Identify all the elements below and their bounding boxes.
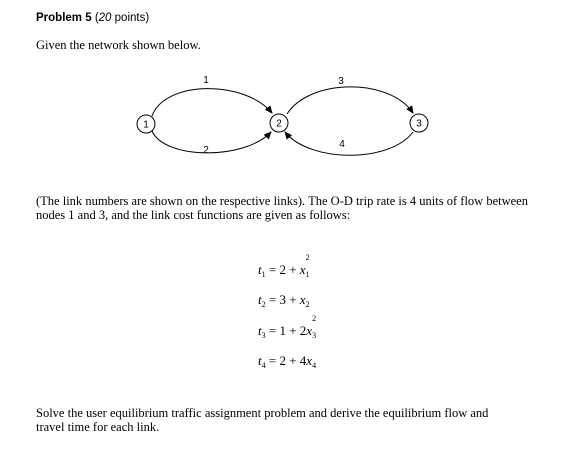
problem-heading: Problem 5 (20 points) — [36, 12, 149, 24]
link-2-arc — [151, 130, 272, 154]
node-2-label: 2 — [276, 119, 282, 130]
equation-4: t4 = 2 + 4x4 — [258, 353, 317, 370]
link-1-label: 1 — [203, 75, 209, 86]
description-text: (The link numbers are shown on the respe… — [36, 194, 528, 222]
network-diagram: 1 2 3 1 2 3 4 — [136, 75, 429, 156]
link-3-label: 3 — [338, 76, 344, 87]
task-text: Solve the user equilibrium traffic assig… — [36, 406, 489, 434]
node-2-circle — [269, 113, 289, 133]
equation-2: t2 = 3 + x2 — [258, 292, 310, 309]
node-1-label: 1 — [143, 120, 149, 131]
link-4-label: 4 — [339, 139, 345, 150]
node-3-circle — [409, 113, 429, 133]
problem-points: (20 points) — [94, 12, 150, 24]
link-3-arc — [286, 86, 414, 115]
node-1-circle — [136, 114, 156, 134]
problem-title: Problem 5 — [36, 12, 92, 24]
link-4-arc — [284, 131, 414, 156]
intro-text: Given the network shown below. — [36, 38, 201, 52]
link-2-label: 2 — [203, 145, 209, 156]
link-1-arc — [151, 88, 273, 117]
node-3-label: 3 — [416, 119, 422, 130]
